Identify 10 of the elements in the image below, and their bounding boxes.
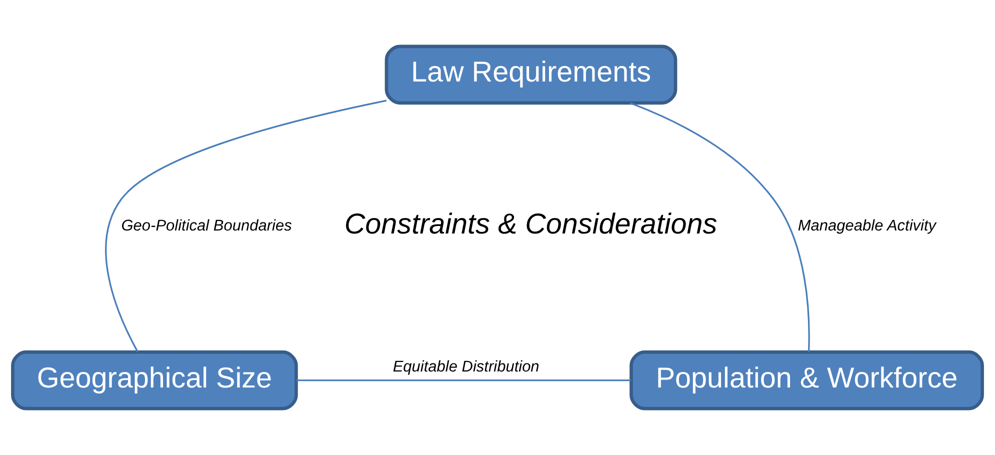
node-box: Population & Workforce	[630, 350, 984, 410]
edge-label: Manageable Activity	[798, 217, 936, 234]
label: Constraints & Considerations	[344, 208, 718, 240]
edge-label: Geo-Political Boundaries	[121, 217, 292, 234]
node-box: Geographical Size	[11, 350, 298, 410]
edge-label: Equitable Distribution	[392, 358, 540, 376]
node-box: Law Requirements	[384, 44, 678, 105]
connector	[630, 102, 810, 352]
connector	[105, 100, 387, 352]
connector	[296, 380, 632, 382]
